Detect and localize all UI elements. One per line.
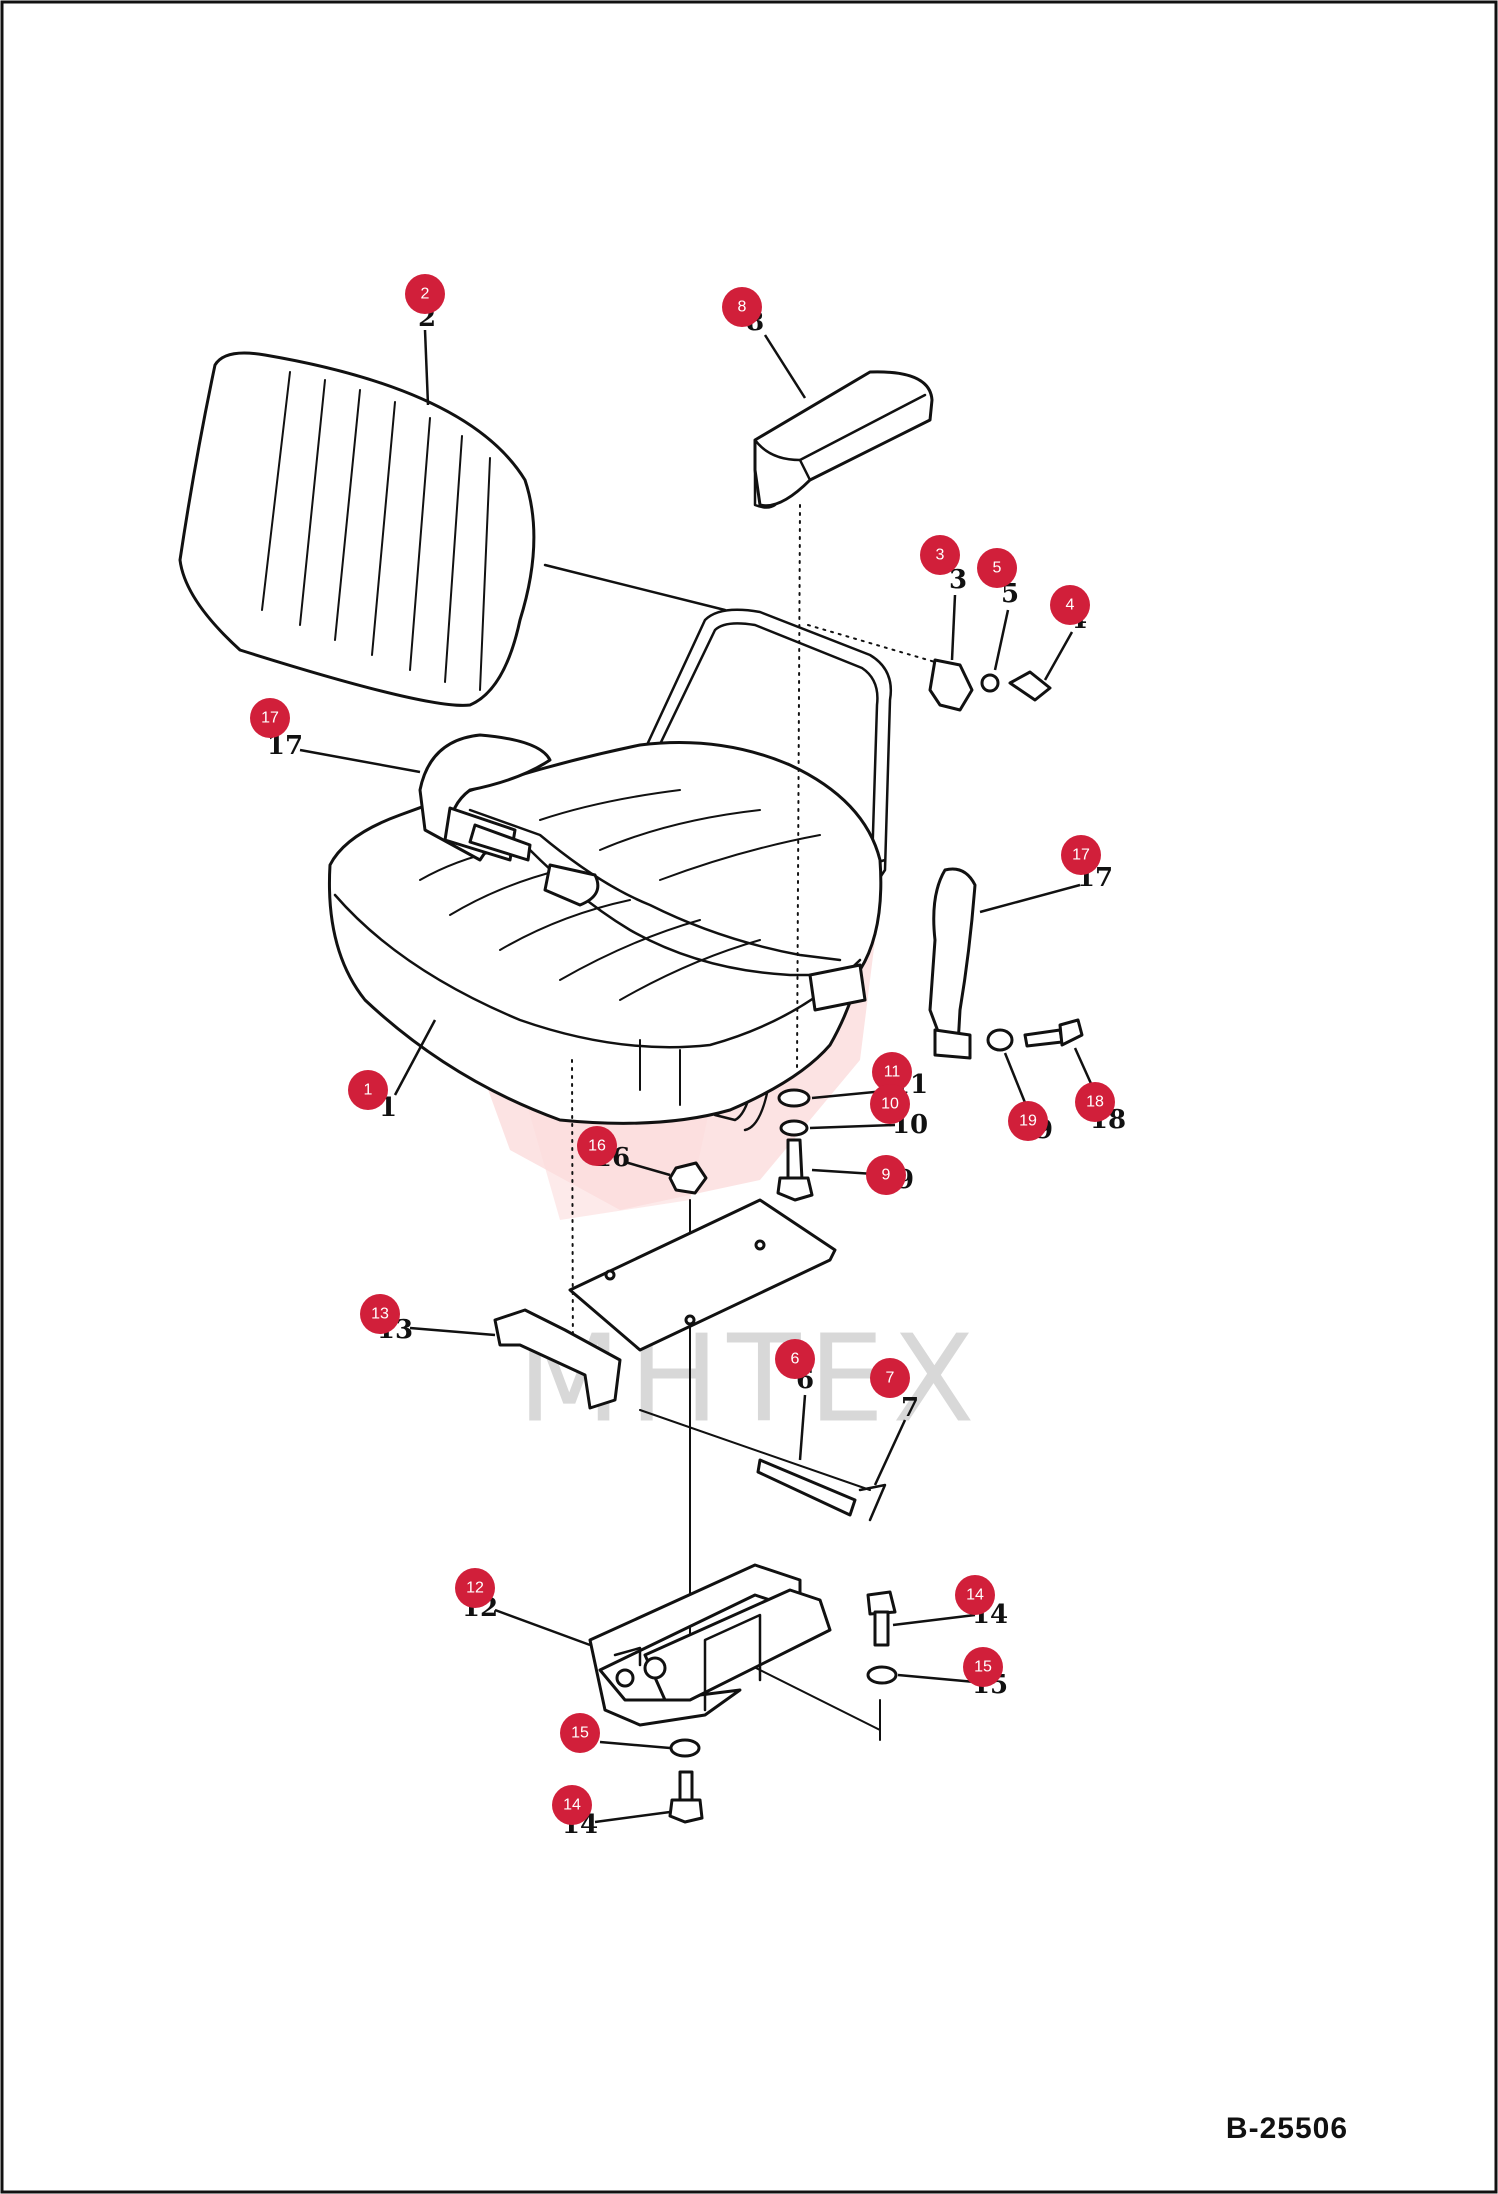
svg-text:18: 18 — [1086, 1094, 1104, 1111]
callout-3[interactable]: 3 — [920, 535, 960, 575]
callout-12[interactable]: 12 — [455, 1568, 495, 1608]
seat-cushion-part — [327, 741, 883, 1125]
callout-17-right[interactable]: 17 — [1061, 835, 1101, 875]
svg-text:11: 11 — [884, 1064, 901, 1081]
svg-text:17: 17 — [261, 710, 279, 727]
svg-text:3: 3 — [936, 547, 945, 564]
washers-bolt-parts — [776, 1088, 814, 1202]
callout-2[interactable]: 2 — [405, 274, 445, 314]
callout-9[interactable]: 9 — [866, 1155, 906, 1195]
svg-text:1: 1 — [364, 1082, 373, 1099]
callout-4[interactable]: 4 — [1050, 585, 1090, 625]
callout-18[interactable]: 18 — [1075, 1082, 1115, 1122]
seat-belt-right-part — [928, 867, 977, 1060]
svg-text:4: 4 — [1066, 597, 1075, 614]
svg-text:2: 2 — [421, 286, 430, 303]
svg-text:15: 15 — [974, 1659, 992, 1676]
rod-pin-parts — [756, 1458, 887, 1522]
svg-text:6: 6 — [791, 1351, 800, 1368]
print-num-7: 7 — [901, 1393, 919, 1423]
callout-19[interactable]: 19 — [1008, 1101, 1048, 1141]
svg-text:13: 13 — [371, 1306, 389, 1323]
svg-text:8: 8 — [738, 299, 747, 316]
callout-5[interactable]: 5 — [977, 548, 1017, 588]
callout-8[interactable]: 8 — [722, 287, 762, 327]
callout-15-right[interactable]: 15 — [963, 1647, 1003, 1687]
callout-11[interactable]: 11 — [872, 1052, 912, 1092]
print-num-3: 3 — [949, 565, 967, 595]
svg-text:14: 14 — [966, 1587, 984, 1604]
print-num-5: 5 — [1001, 579, 1019, 609]
rail-fastener-right-parts — [866, 1590, 898, 1685]
callout-1[interactable]: 1 — [348, 1070, 388, 1110]
svg-text:17: 17 — [1072, 847, 1090, 864]
belt-fastener-parts — [986, 1018, 1084, 1052]
callout-6[interactable]: 6 — [775, 1339, 815, 1379]
nut-part — [668, 1161, 708, 1195]
svg-text:5: 5 — [993, 560, 1002, 577]
backrest-part — [178, 351, 727, 707]
clamp-fastener-parts — [928, 658, 1052, 712]
callout-bubbles: 2 8 3 5 4 17 17 1 11 10 9 19 18 16 13 6 … — [250, 274, 1115, 1825]
callout-14-right[interactable]: 14 — [955, 1575, 995, 1615]
drawing-number: B-25506 — [1225, 2112, 1348, 2145]
svg-text:16: 16 — [588, 1138, 606, 1155]
svg-text:12: 12 — [466, 1580, 484, 1597]
svg-text:9: 9 — [882, 1167, 891, 1184]
callout-14-bottom[interactable]: 14 — [552, 1785, 592, 1825]
callout-15-bottom[interactable]: 15 — [560, 1713, 600, 1753]
bracket-part — [493, 1198, 837, 1410]
svg-text:14: 14 — [563, 1797, 581, 1814]
callout-17-left[interactable]: 17 — [250, 698, 290, 738]
callout-10[interactable]: 10 — [870, 1084, 910, 1124]
armrest-part — [753, 370, 934, 509]
svg-text:10: 10 — [881, 1096, 899, 1113]
svg-text:7: 7 — [886, 1370, 895, 1387]
svg-text:19: 19 — [1019, 1113, 1037, 1130]
svg-text:15: 15 — [571, 1725, 589, 1742]
leader-lines — [299, 329, 1104, 1824]
rail-fastener-bottom-parts — [668, 1738, 704, 1824]
callout-7[interactable]: 7 — [870, 1358, 910, 1398]
slide-rail-part — [588, 1563, 832, 1727]
callout-13[interactable]: 13 — [360, 1294, 400, 1334]
seat-belt-left-part — [418, 733, 867, 1012]
callout-16[interactable]: 16 — [577, 1126, 617, 1166]
